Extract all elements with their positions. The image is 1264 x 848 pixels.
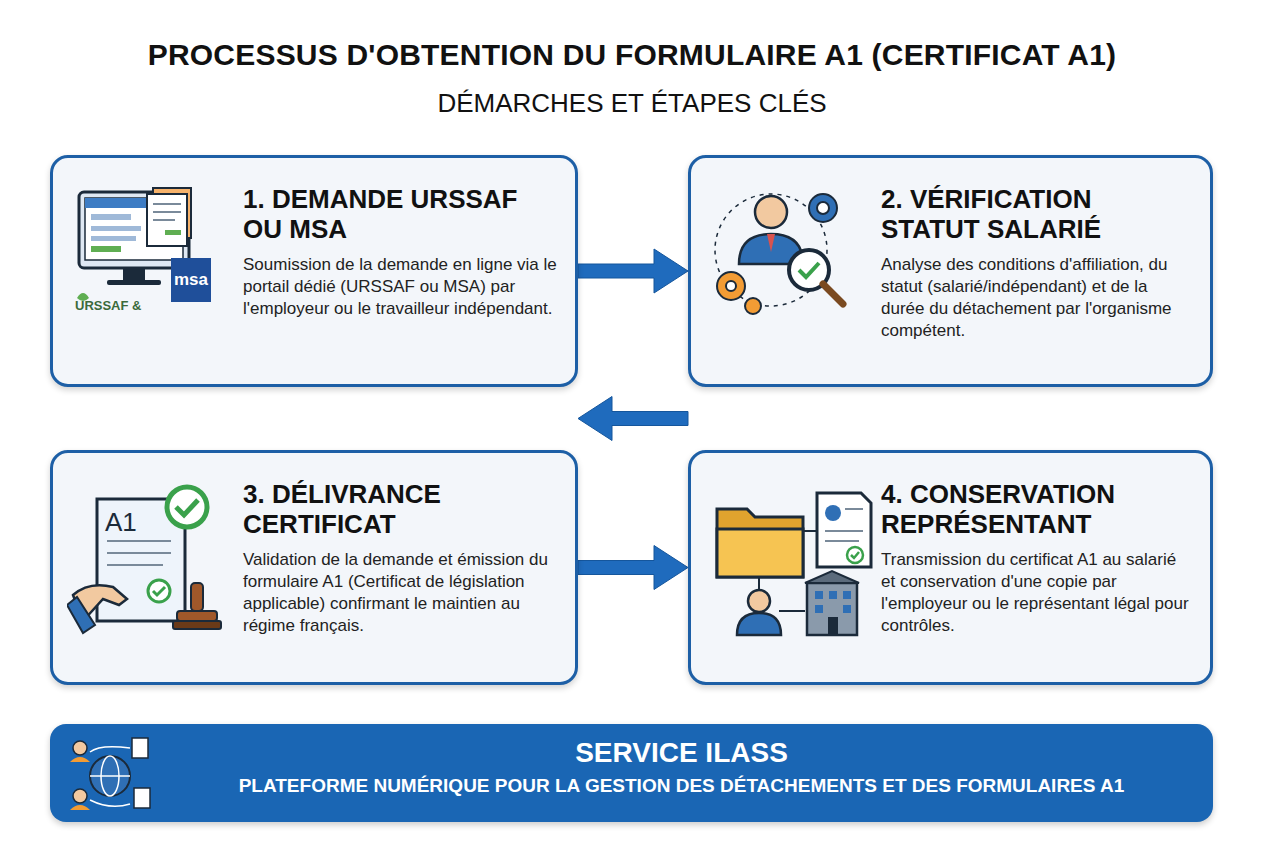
subtitle: DÉMARCHES ET ÉTAPES CLÉS — [10, 88, 1254, 119]
step-description: Soumission de la demande en ligne via le… — [243, 254, 557, 320]
process-box: 3. DÉLIVRANCE CERTIFICAT Validation de la… — [50, 450, 578, 685]
text-column: 3. DÉLIVRANCE CERTIFICAT Validation de la… — [243, 453, 557, 651]
step-heading: 2. VÉRIFICATION STATUT SALARIÉ — [881, 184, 1192, 244]
verification-icon — [709, 178, 869, 328]
process-box: 1. DEMANDE URSSAF OU MSA Soumission de la… — [50, 155, 578, 387]
text-column: 1. DEMANDE URSSAF OU MSA Soumission de la… — [243, 158, 557, 334]
flow-arrow — [578, 397, 688, 441]
step-description: Validation de la demande et émission du … — [243, 549, 557, 637]
logo-text: URSSAF & — [75, 298, 141, 313]
text-column: 4. CONSERVATION REPRÉSENTANT Transmission… — [881, 453, 1192, 651]
computer-icon — [71, 186, 221, 316]
step-description: Analyse des conditions d'affiliation, du… — [881, 254, 1192, 342]
service-band: SERVICE ILASS PLATEFORME NUMÉRIQUE POUR L… — [50, 724, 1213, 822]
step-description: PLATEFORME NUMÉRIQUE POUR LA GESTION DES… — [170, 774, 1193, 798]
flow-arrow — [578, 249, 688, 293]
text-column: SERVICE ILASS PLATEFORME NUMÉRIQUE POUR L… — [170, 724, 1193, 812]
flow-arrow — [578, 546, 688, 590]
certificate-mark: A1 — [105, 507, 137, 538]
text-column: 2. VÉRIFICATION STATUT SALARIÉ Analyse de… — [881, 158, 1192, 356]
step-heading: SERVICE ILASS — [170, 736, 1193, 770]
certificate-icon — [67, 479, 227, 649]
step-description: Transmission du certificat A1 au salarié… — [881, 549, 1192, 637]
network-icon — [66, 734, 156, 814]
step-heading: 3. DÉLIVRANCE CERTIFICAT — [243, 479, 557, 539]
process-box: 2. VÉRIFICATION STATUT SALARIÉ Analyse de… — [688, 155, 1213, 387]
step-heading: 4. CONSERVATION REPRÉSENTANT — [881, 479, 1192, 539]
diagram-title: PROCESSUS D'OBTENTION DU FORMULAIRE A1 (… — [10, 38, 1254, 72]
step-heading: 1. DEMANDE URSSAF OU MSA — [243, 184, 557, 244]
archive-icon — [709, 479, 879, 649]
logo-text: msa — [174, 270, 208, 290]
process-box: 4. CONSERVATION REPRÉSENTANT Transmission… — [688, 450, 1213, 685]
